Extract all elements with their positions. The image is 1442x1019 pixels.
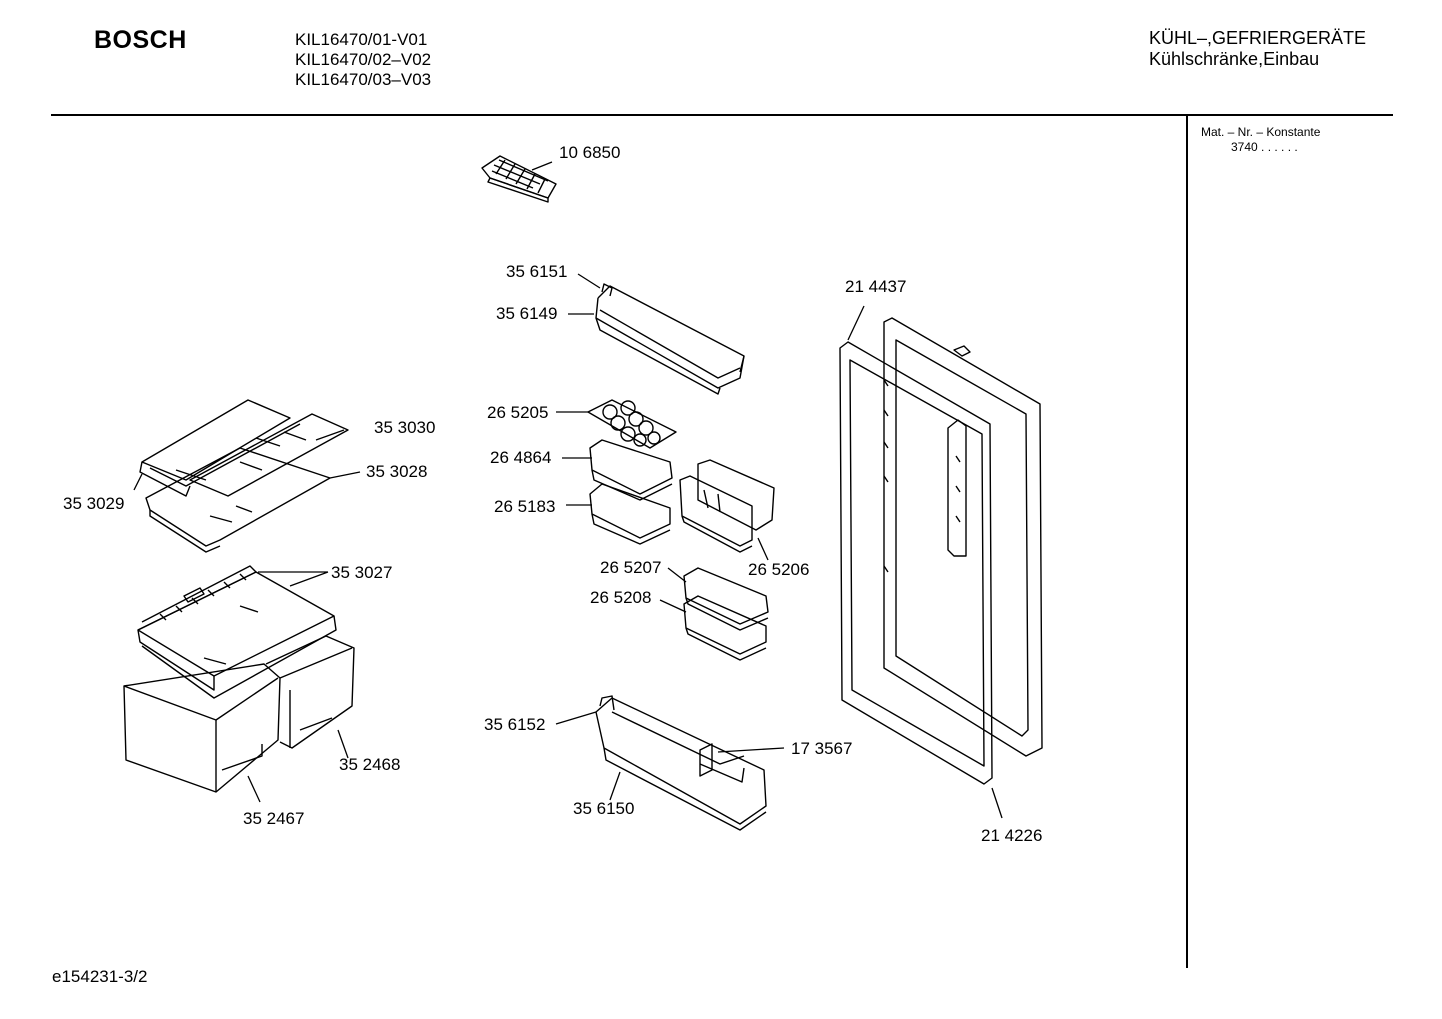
part-label: 35 6152 [484, 715, 546, 734]
part-label: 26 4864 [490, 448, 552, 467]
document-code: e154231-3/2 [52, 967, 148, 986]
door-shelf-top-drawing [595, 283, 745, 395]
category-subtitle: Kühlschränke,Einbau [1149, 49, 1320, 69]
part-label: 21 4226 [981, 826, 1043, 845]
part-label: 35 2468 [339, 755, 401, 774]
part-label: 35 3027 [331, 563, 393, 582]
side-divider [1186, 116, 1188, 968]
bottle-shelf-drawing [595, 695, 767, 831]
part-label: 26 5208 [590, 588, 652, 607]
glass-shelf-set-drawing [139, 399, 349, 553]
part-label: 17 3567 [791, 739, 853, 758]
door-and-gasket-drawing [839, 317, 1043, 785]
material-constant-title: Mat. – Nr. – Konstante [1201, 125, 1321, 139]
category-title: KÜHL–,GEFRIERGERÄTE [1149, 28, 1367, 48]
part-label: 35 6151 [506, 262, 568, 281]
exploded-parts-drawing [123, 155, 1043, 831]
category-block: KÜHL–,GEFRIERGERÄTE Kühlschränke,Einbau [1149, 28, 1366, 70]
crisper-drawers-drawing [123, 565, 355, 793]
model-line: KIL16470/01-V01 [295, 30, 428, 49]
butter-box-drawing [679, 459, 775, 553]
part-label: 26 5205 [487, 403, 549, 422]
lower-small-shelves-drawing [683, 567, 769, 661]
model-line: KIL16470/02–V02 [295, 50, 432, 69]
part-label: 35 6150 [573, 799, 635, 818]
model-line: KIL16470/03–V03 [295, 70, 432, 89]
brand-logo: BOSCH [94, 26, 187, 54]
part-label: 35 6149 [496, 304, 558, 323]
part-label: 35 3029 [63, 494, 125, 513]
part-label: 21 4437 [845, 277, 907, 296]
part-label: 35 3030 [374, 418, 436, 437]
header-divider [51, 114, 1393, 116]
egg-tray-drawing [587, 399, 677, 449]
part-label: 10 6850 [559, 143, 621, 162]
leader-lines [133, 161, 1003, 819]
part-label: 35 2467 [243, 809, 305, 828]
part-label: 26 5206 [748, 560, 810, 579]
part-label: 35 3028 [366, 462, 428, 481]
part-label: 26 5207 [600, 558, 662, 577]
ice-tray-drawing [481, 155, 557, 203]
small-shelves-drawing [589, 439, 673, 545]
part-label: 26 5183 [494, 497, 556, 516]
material-constant-panel: Mat. – Nr. – Konstante 3740 . . . . . . [1201, 125, 1320, 155]
model-list: KIL16470/01-V01 KIL16470/02–V02 KIL16470… [295, 30, 431, 90]
material-constant-value: 3740 . . . . . . [1231, 140, 1298, 154]
